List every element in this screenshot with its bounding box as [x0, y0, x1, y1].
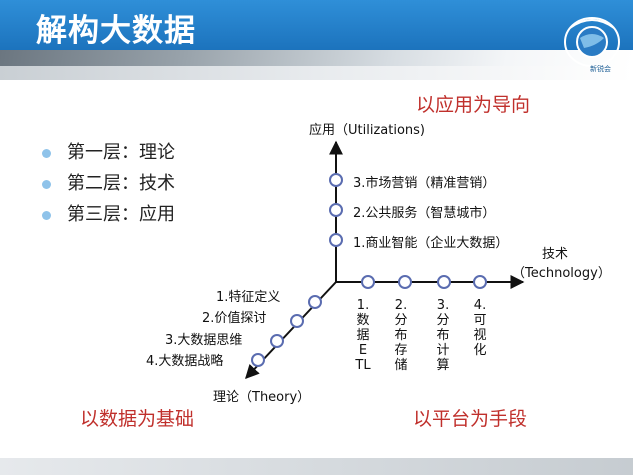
- utilizations-node: [329, 173, 343, 187]
- technology-axis-label-en: （Technology）: [512, 266, 611, 281]
- technology-item-1: 1.数据ETL: [355, 298, 371, 373]
- technology-item-4: 4.可视化: [473, 298, 487, 358]
- title-bar: [0, 0, 633, 50]
- utilizations-item-1: 1.商业智能（企业大数据）: [353, 236, 509, 251]
- goal-platform: 以平台为手段: [413, 408, 528, 430]
- theory-node: [290, 314, 304, 328]
- utilizations-axis-label: 应用（Utilizations): [309, 123, 425, 138]
- footer-bar: [0, 458, 633, 475]
- theory-item-4: 4.大数据战略: [146, 354, 224, 369]
- header-decoration-lower: [0, 66, 633, 80]
- technology-node: [473, 275, 487, 289]
- globe-logo-icon: [564, 17, 620, 67]
- utilizations-node: [329, 233, 343, 247]
- utilizations-item-2: 2.公共服务（智慧城市）: [353, 206, 496, 221]
- layer-item-application: 第三层：应用: [42, 202, 175, 233]
- header-decoration: [0, 50, 633, 66]
- theory-axis-label: 理论（Theory）: [213, 390, 311, 405]
- theory-node: [270, 334, 284, 348]
- goal-data: 以数据为基础: [80, 408, 195, 430]
- technology-node: [398, 275, 412, 289]
- goal-application: 以应用为导向: [416, 94, 531, 116]
- layer-item-theory: 第一层：理论: [42, 140, 175, 171]
- technology-node: [437, 275, 451, 289]
- theory-node: [251, 353, 265, 367]
- technology-item-2: 2.分布存储: [394, 298, 408, 373]
- layer-item-technology: 第二层：技术: [42, 171, 175, 202]
- utilizations-node: [329, 203, 343, 217]
- theory-item-1: 1.特征定义: [216, 290, 281, 305]
- technology-item-3: 3.分布计算: [436, 298, 450, 373]
- logo-caption: 新锐会: [590, 65, 611, 73]
- theory-item-3: 3.大数据思维: [165, 333, 243, 348]
- theory-node: [308, 295, 322, 309]
- layer-list: 第一层：理论 第二层：技术 第三层：应用: [42, 140, 175, 233]
- theory-item-2: 2.价值探讨: [202, 311, 267, 326]
- slide-title: 解构大数据: [36, 13, 196, 49]
- utilizations-item-3: 3.市场营销（精准营销）: [353, 176, 496, 191]
- technology-node: [361, 275, 375, 289]
- technology-axis-label-cn: 技术: [542, 247, 569, 262]
